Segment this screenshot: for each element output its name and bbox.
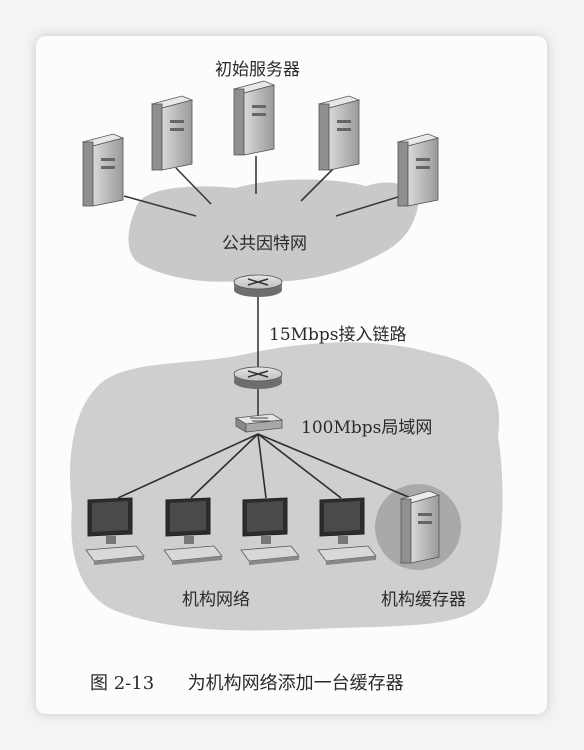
lan-label: 100Mbps局域网 (301, 418, 433, 438)
figure-title: 为机构网络添加一台缓存器 (187, 673, 404, 694)
access-link-label: 15Mbps接入链路 (269, 325, 407, 345)
institutional-cache-server-icon (399, 490, 441, 564)
workstation-2-icon (163, 497, 223, 565)
origin-server-2-icon (150, 95, 194, 171)
origin-servers-label: 初始服务器 (215, 60, 300, 80)
figure-number: 图 2-13 (90, 673, 155, 694)
institutional-router-icon (233, 366, 283, 389)
internet-router-icon (233, 274, 283, 297)
public-internet-cloud (128, 179, 418, 282)
workstation-1-icon (85, 497, 145, 565)
lan-switch-icon (234, 413, 284, 433)
network-diagram (70, 80, 503, 631)
origin-server-1-icon (81, 133, 125, 207)
server-links (123, 156, 402, 217)
workstation-3-icon (240, 497, 300, 565)
institutional-network-label: 机构网络 (182, 590, 250, 610)
lan-links (117, 433, 412, 499)
figure-card: 初始服务器 公共因特网 15Mbps接入链路 100Mbps局域网 机构网络 机… (36, 36, 547, 714)
workstation-4-icon (317, 497, 377, 565)
origin-server-5-icon (396, 133, 440, 207)
origin-server-4-icon (317, 95, 361, 171)
figure-caption: 图 2-13 为机构网络添加一台缓存器 (90, 669, 404, 695)
institutional-cache-label: 机构缓存器 (381, 590, 466, 610)
public-internet-label: 公共因特网 (222, 234, 307, 254)
origin-server-3-icon (232, 80, 276, 156)
